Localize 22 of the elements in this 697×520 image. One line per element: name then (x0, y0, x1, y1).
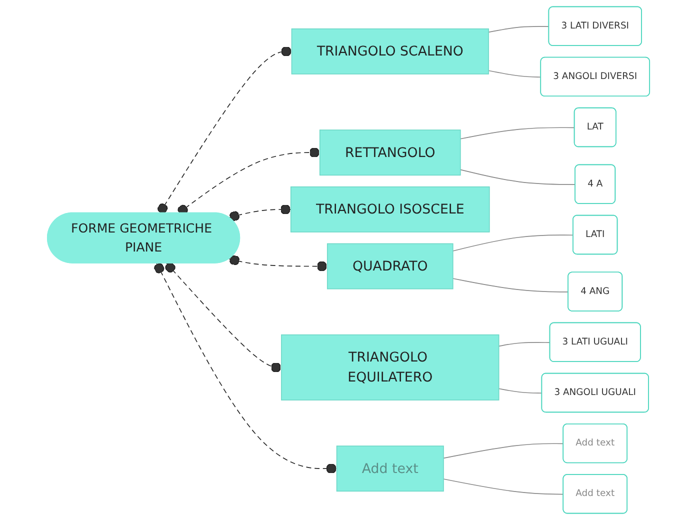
connector (460, 127, 576, 140)
connector (460, 169, 576, 185)
node-box: TRIANGOLO ISOSCELE (290, 186, 490, 232)
connector (443, 478, 564, 495)
connector (154, 262, 338, 474)
connector (498, 342, 551, 347)
node-box: TRIANGOLO SCALENO (291, 28, 489, 74)
connector (488, 70, 542, 78)
node-box: TRIANGOLO EQUILATERO (281, 334, 500, 400)
connector (165, 262, 282, 372)
node-box: QUADRATO (326, 243, 454, 290)
connector (178, 148, 320, 215)
connector (228, 204, 292, 222)
connector (228, 255, 328, 272)
connector (443, 443, 564, 459)
connector (158, 46, 292, 214)
connector (452, 278, 569, 292)
connector (452, 234, 574, 252)
connector (498, 388, 543, 394)
node-box: RETTANGOLO (319, 130, 461, 176)
node-box: Add text (336, 446, 444, 492)
connector (488, 26, 550, 33)
